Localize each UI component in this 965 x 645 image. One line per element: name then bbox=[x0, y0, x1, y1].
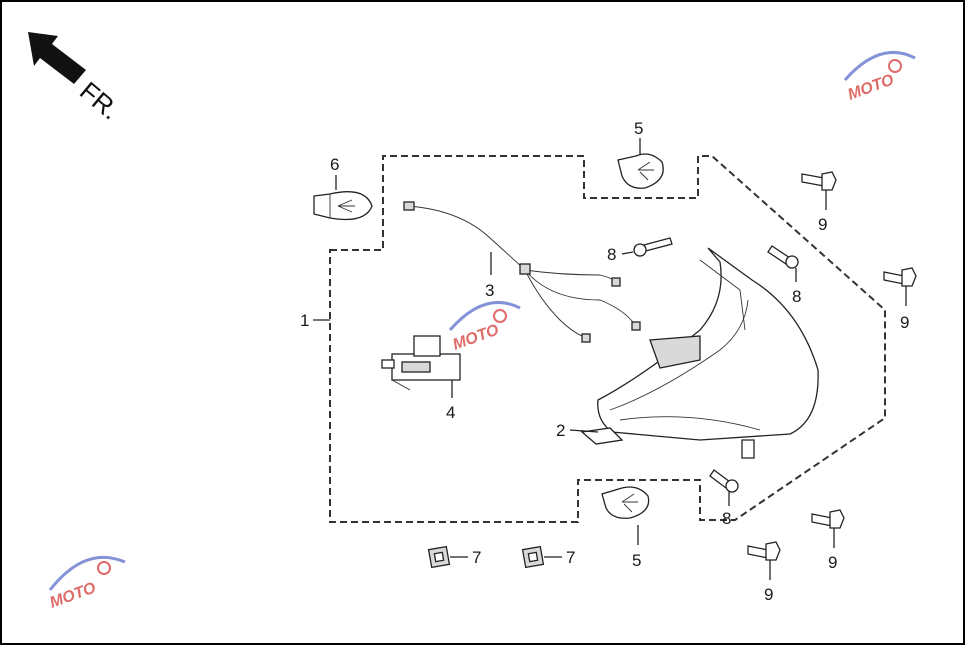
bulb-5-bottom bbox=[601, 486, 650, 519]
control-unit-4 bbox=[381, 335, 461, 391]
callout-8-a: 8 bbox=[607, 245, 616, 264]
watermark-logo: MOTO bbox=[448, 300, 521, 354]
bulb-5-top bbox=[617, 153, 664, 189]
svg-text:MOTO: MOTO bbox=[451, 321, 502, 353]
callout-8-b: 8 bbox=[792, 287, 801, 306]
callout-7-b: 7 bbox=[566, 548, 575, 567]
bolt-9 bbox=[801, 171, 837, 191]
watermark-logo: MOTO bbox=[843, 50, 916, 104]
callout-9-a: 9 bbox=[818, 215, 827, 234]
screw-8 bbox=[767, 245, 799, 269]
callout-9-c: 9 bbox=[828, 553, 837, 572]
taillight-housing-2 bbox=[580, 247, 819, 459]
bulb-6 bbox=[313, 191, 373, 221]
callout-5-top: 5 bbox=[634, 119, 643, 138]
bolt-9 bbox=[747, 541, 781, 561]
screw-8 bbox=[709, 469, 739, 493]
watermark-logo: MOTO bbox=[48, 555, 126, 612]
callout-3: 3 bbox=[485, 281, 494, 300]
callout-5-bottom: 5 bbox=[632, 551, 641, 570]
wire-harness-3 bbox=[403, 201, 641, 343]
front-direction-label: FR. bbox=[74, 76, 125, 126]
callout-9-d: 9 bbox=[764, 585, 773, 604]
clip-nut-7 bbox=[427, 545, 451, 569]
svg-text:MOTO: MOTO bbox=[846, 71, 897, 103]
callout-2: 2 bbox=[556, 421, 565, 440]
bolt-9 bbox=[883, 267, 917, 287]
clip-nut-7 bbox=[521, 545, 545, 569]
callout-6: 6 bbox=[330, 155, 339, 174]
bolt-9 bbox=[811, 509, 845, 529]
callout-7-a: 7 bbox=[472, 548, 481, 567]
callout-4: 4 bbox=[446, 403, 455, 422]
callout-8-c: 8 bbox=[722, 509, 731, 528]
screw-8 bbox=[633, 237, 673, 257]
assembly-boundary bbox=[329, 155, 886, 523]
callout-1: 1 bbox=[300, 311, 309, 330]
callout-9-b: 9 bbox=[900, 313, 909, 332]
front-direction-arrow-icon bbox=[28, 32, 86, 84]
